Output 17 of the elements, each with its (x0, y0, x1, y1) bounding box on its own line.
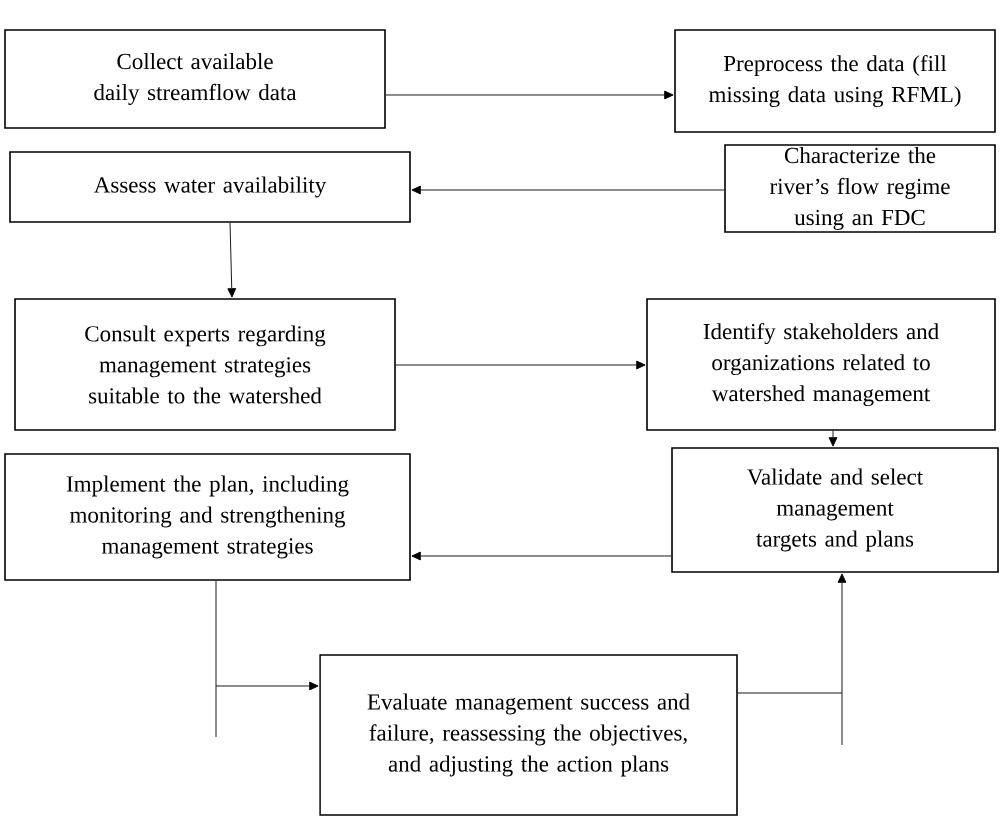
process-box: Characterize the river’s flow regime using an FDC (724, 144, 996, 233)
process-box: Implement the plan, including monitoring and strengthening management strategies (4, 453, 411, 581)
process-box: Assess water availability (9, 151, 411, 223)
arrow (215, 580, 319, 691)
arrow (737, 573, 847, 694)
arrow (227, 222, 237, 298)
process-box: Identify stakeholders and organizations related to watershed management (646, 298, 996, 431)
arrow (828, 430, 838, 447)
arrow (395, 360, 646, 370)
process-box: Validate and select management targets and plans (671, 447, 999, 573)
process-box: Collect available daily streamflow data (4, 29, 386, 129)
arrow (411, 185, 725, 195)
process-box: Evaluate management success and failure, reassessing the objectives, and adjusting the action plans (319, 654, 738, 816)
arrow (385, 90, 674, 100)
process-box: Consult experts regarding management strategies suitable to the watershed (14, 298, 396, 431)
arrow (411, 551, 672, 561)
process-box: Preprocess the data (fill missing data using RFML) (674, 29, 996, 133)
